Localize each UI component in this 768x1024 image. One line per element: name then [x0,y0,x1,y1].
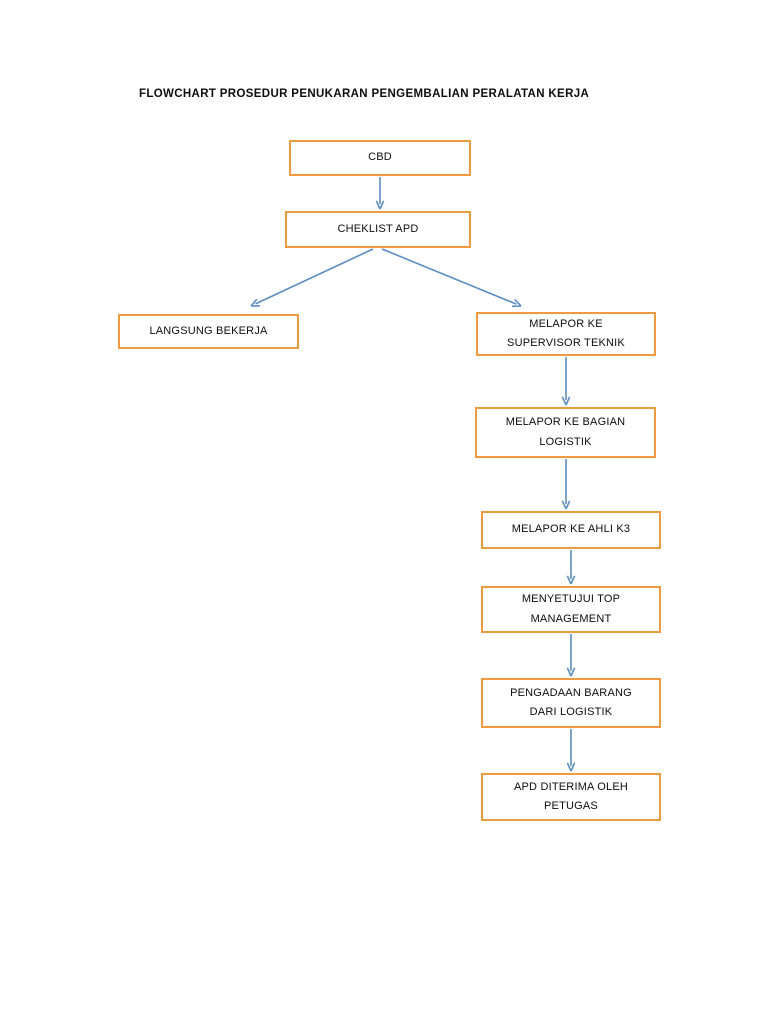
flow-arrow-e2 [250,248,374,307]
flow-arrow-e6 [566,550,576,585]
flow-node-label: MELAPOR KE SUPERVISOR TEKNIK [507,317,625,349]
flow-node-apd-diterima[interactable]: APD DITERIMA OLEH PETUGAS [481,773,661,821]
flow-node-label: LANGSUNG BEKERJA [149,324,268,337]
flow-node-cheklist-apd[interactable]: CHEKLIST APD [285,211,471,248]
flow-node-label: APD DITERIMA OLEH PETUGAS [513,780,629,812]
page-title: FLOWCHART PROSEDUR PENUKARAN PENGEMBALIA… [139,88,590,100]
flow-arrow-e8 [566,729,576,772]
flow-node-label: MENYETUJUI TOP MANAGEMENT [521,593,621,625]
flow-node-label: PENGADAAN BARANG DARI LOGISTIK [510,686,632,718]
flow-node-melapor-supervisor[interactable]: MELAPOR KE SUPERVISOR TEKNIK [476,312,656,356]
flow-node-melapor-ahli-k3[interactable]: MELAPOR KE AHLI K3 [481,511,661,549]
flow-node-label: CHEKLIST APD [337,222,419,235]
flow-node-melapor-logistik[interactable]: MELAPOR KE BAGIAN LOGISTIK [475,407,656,458]
flow-arrow-e5 [561,459,571,510]
flow-arrow-e4 [561,357,571,406]
flow-arrow-e7 [566,634,576,677]
flow-node-label: MELAPOR KE AHLI K3 [511,523,631,536]
flow-node-label: CBD [368,151,392,164]
flow-arrow-e1 [375,177,385,210]
flow-node-pengadaan-barang[interactable]: PENGADAAN BARANG DARI LOGISTIK [481,678,661,728]
flow-node-langsung-bekerja[interactable]: LANGSUNG BEKERJA [118,314,299,349]
flow-node-cbd[interactable]: CBD [289,140,471,176]
flow-arrow-e3 [381,248,522,308]
flow-node-menyetujui-top[interactable]: MENYETUJUI TOP MANAGEMENT [481,586,661,633]
flow-node-label: MELAPOR KE BAGIAN LOGISTIK [505,416,626,448]
